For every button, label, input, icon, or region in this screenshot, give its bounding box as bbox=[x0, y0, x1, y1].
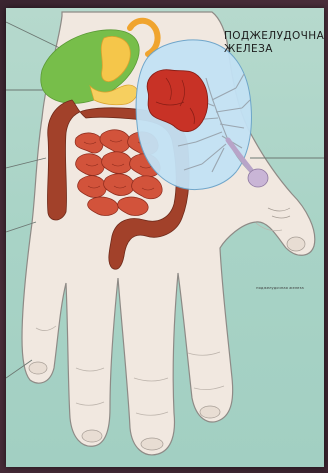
thumb-caption: поджелудочная железа bbox=[250, 286, 310, 291]
poster-title: ПОДЖЕЛУДОЧНАЯ ЖЕЛЕЗА bbox=[224, 30, 324, 56]
hand-anatomy-illustration bbox=[6, 8, 324, 467]
anatomy-poster: ПОДЖЕЛУДОЧНАЯ ЖЕЛЕЗА поджелудочная желез… bbox=[6, 8, 324, 467]
